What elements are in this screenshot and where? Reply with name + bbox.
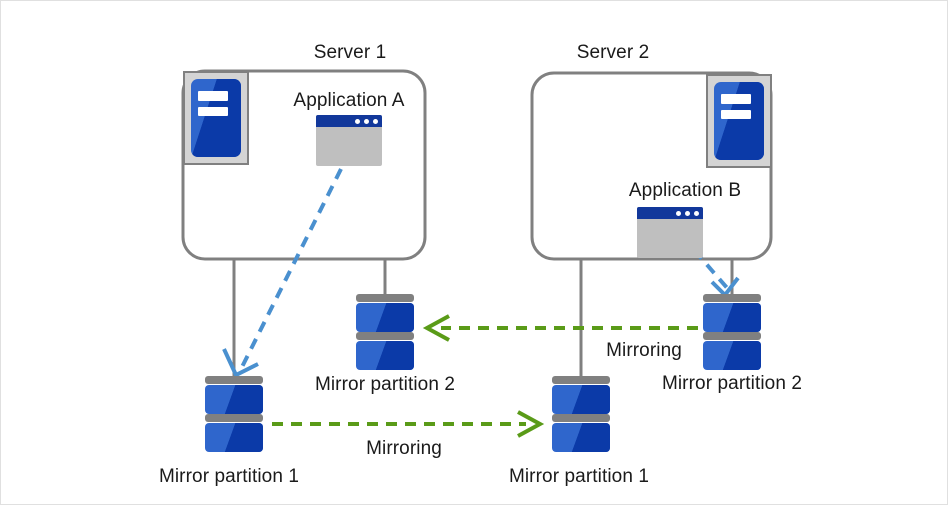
s1-mirror-partition-1-icon	[205, 376, 263, 458]
server-1-tower-icon	[183, 71, 249, 165]
disk-platter-shade	[205, 385, 263, 414]
mirroring-upper-arrowhead	[422, 314, 450, 342]
app-b-access-line	[680, 234, 730, 291]
app-a-access-line	[239, 168, 343, 370]
disk-platter-1	[552, 385, 610, 414]
app-window-dot-1	[676, 210, 681, 216]
disk-platter-1	[356, 303, 414, 332]
disk-platter-1	[205, 385, 263, 414]
disk-platter-shade	[356, 341, 414, 370]
disk-band-top	[205, 376, 263, 384]
server-tower-body	[191, 79, 241, 157]
disk-platter-shade	[205, 423, 263, 452]
server-2-tower-icon	[706, 74, 772, 168]
server-1-title: Server 1	[313, 42, 387, 63]
application-b-window-icon	[637, 207, 703, 258]
disk-platter-shade	[356, 303, 414, 332]
mirroring-lower-arrowhead	[517, 410, 545, 438]
app-window-dot-3	[373, 118, 378, 124]
disk-band-top	[552, 376, 610, 384]
server-2-title: Server 2	[576, 42, 650, 63]
disk-platter-shade	[703, 341, 761, 370]
disk-platter-shade	[552, 385, 610, 414]
s2-mirror-partition-2-icon	[703, 294, 761, 376]
app-window-dot-3	[694, 210, 699, 216]
application-a-label: Application A	[293, 90, 405, 111]
s2-mirror-partition-2-label: Mirror partition 2	[661, 373, 803, 394]
disk-band-mid	[356, 332, 414, 340]
application-b-label: Application B	[628, 180, 742, 201]
app-window-titlebar	[316, 115, 382, 127]
s2-mirror-partition-1-icon	[552, 376, 610, 458]
s1-mirror-partition-2-label: Mirror partition 2	[314, 374, 456, 395]
s1-mirror-partition-1-label: Mirror partition 1	[158, 466, 300, 487]
server-tower-bar-2	[720, 110, 751, 120]
app-window-dot-1	[355, 118, 360, 124]
server-tower-body	[714, 82, 764, 160]
disk-band-top	[356, 294, 414, 302]
server-tower-bar-2	[197, 107, 228, 117]
server-1-enclosure	[181, 69, 427, 261]
app-a-access-arrowhead	[222, 348, 259, 378]
app-window-dot-2	[364, 118, 369, 124]
application-a-window-icon	[316, 115, 382, 166]
disk-platter-2	[552, 423, 610, 452]
s2-mirror-partition-1-label: Mirror partition 1	[508, 466, 650, 487]
server-tower-bar-1	[197, 91, 228, 101]
s1-mirror-partition-2-icon	[356, 294, 414, 376]
app-window-titlebar	[637, 207, 703, 219]
disk-platter-2	[356, 341, 414, 370]
disk-band-mid	[703, 332, 761, 340]
app-window-dot-2	[685, 210, 690, 216]
disk-platter-shade	[552, 423, 610, 452]
mirroring-upper-label: Mirroring	[606, 340, 682, 361]
disk-platter-shade	[703, 303, 761, 332]
disk-platter-2	[205, 423, 263, 452]
disk-band-mid	[552, 414, 610, 422]
disk-band-top	[703, 294, 761, 302]
disk-platter-1	[703, 303, 761, 332]
disk-band-mid	[205, 414, 263, 422]
server-tower-bar-1	[720, 94, 751, 104]
disk-platter-2	[703, 341, 761, 370]
mirroring-lower-label: Mirroring	[366, 438, 442, 459]
